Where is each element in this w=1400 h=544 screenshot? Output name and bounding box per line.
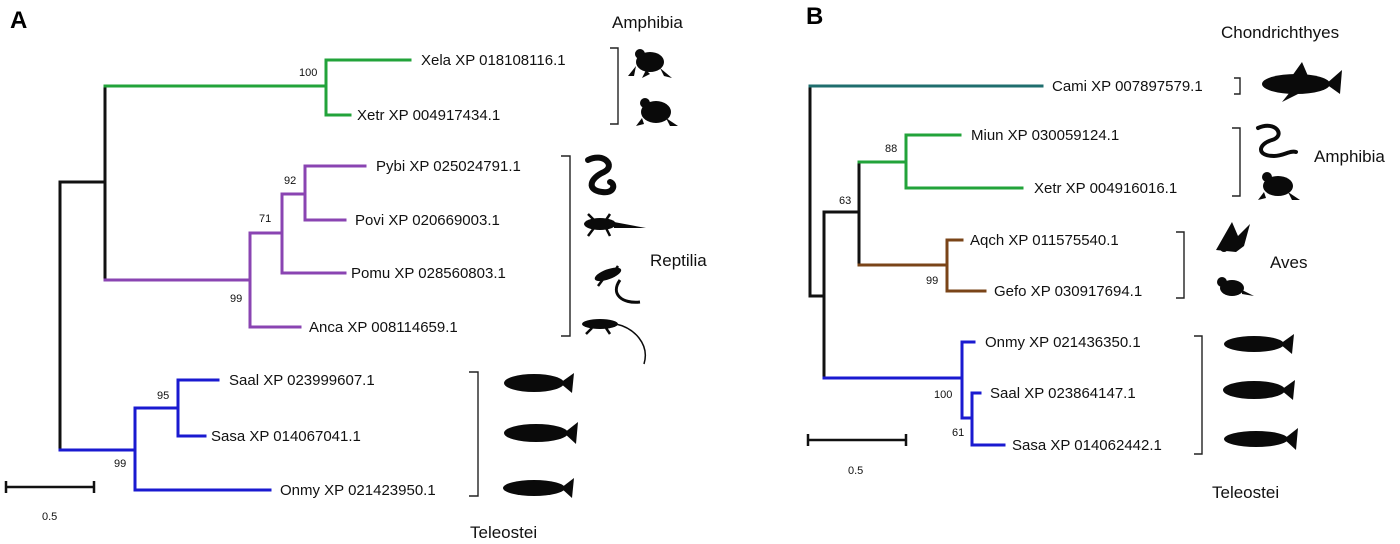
b-leaf-label: Gefo XP 030917694.1: [994, 283, 1142, 300]
a-bootstrap-value: 99: [114, 458, 126, 470]
a-leaf-label: Onmy XP 021423950.1: [280, 482, 436, 499]
b-group-label-aves: Aves: [1270, 253, 1308, 272]
panel-b-aves-clade: [857, 238, 987, 293]
a-leaf-label: Xela XP 018108116.1: [421, 52, 566, 69]
panel-a-leaf-labels: Xela XP 018108116.1 Xetr XP 004917434.1 …: [211, 52, 566, 499]
a-bracket-reptilia: [561, 155, 571, 337]
eagle-icon: [1216, 222, 1250, 252]
b-bootstrap-value: 100: [934, 389, 952, 401]
fish-icon: [1224, 334, 1294, 354]
snake-icon: [585, 154, 617, 196]
panel-a-group-labels: Amphibia Reptilia Teleostei: [470, 13, 707, 542]
panel-a-root-branches: [58, 84, 107, 452]
panel-a-silhouettes: [503, 49, 678, 498]
a-bootstrap-value: 100: [299, 67, 317, 79]
a-leaf-label: Xetr XP 004917434.1: [357, 107, 500, 124]
b-bracket-amphibia: [1232, 127, 1241, 197]
b-group-label-teleostei: Teleostei: [1212, 483, 1279, 502]
b-scale-label: 0.5: [848, 465, 863, 477]
a-leaf-label: Saal XP 023999607.1: [229, 372, 375, 389]
lizard-icon: [594, 265, 641, 304]
panel-b-teleostei-clade: [822, 340, 1006, 447]
fish-icon: [504, 373, 574, 393]
panel-b-leaf-labels: Cami XP 007897579.1 Miun XP 030059124.1 …: [970, 78, 1203, 454]
b-bootstrap-value: 61: [952, 427, 964, 439]
bird-icon: [1217, 277, 1254, 296]
b-leaf-label: Cami XP 007897579.1: [1052, 78, 1203, 95]
fish-icon: [504, 422, 578, 444]
b-bootstrap-value: 99: [926, 275, 938, 287]
panel-a-amphibia-clade: [103, 58, 412, 117]
b-bootstrap-value: 63: [839, 195, 851, 207]
panel-b-scale-bar: 0.5: [806, 434, 908, 477]
panel-b-silhouettes: [1216, 62, 1342, 450]
a-scale-label: 0.5: [42, 511, 57, 523]
panel-a-bootstrap-values: 100 92 71 99 95 99: [114, 67, 317, 470]
panel-b-root-branches: [808, 84, 861, 380]
a-bootstrap-value: 95: [157, 390, 169, 402]
a-leaf-label: Sasa XP 014067041.1: [211, 428, 361, 445]
b-bracket-teleostei: [1194, 335, 1203, 455]
panel-b-amphibia-clade: [857, 133, 1024, 190]
panel-b-letter: B: [806, 3, 823, 30]
a-bootstrap-value: 92: [284, 175, 296, 187]
a-leaf-label: Povi XP 020669003.1: [355, 212, 500, 229]
b-leaf-label: Saal XP 023864147.1: [990, 385, 1136, 402]
panel-a: A: [4, 7, 707, 542]
b-bracket-aves: [1176, 231, 1185, 299]
caecilian-icon: [1256, 123, 1298, 159]
a-bracket-teleostei: [469, 371, 479, 497]
a-leaf-label: Pomu XP 028560803.1: [351, 265, 506, 282]
lizard-icon: [584, 213, 646, 237]
b-leaf-label: Miun XP 030059124.1: [971, 127, 1119, 144]
b-group-label-amphibia: Amphibia: [1314, 147, 1385, 166]
b-bootstrap-value: 88: [885, 143, 897, 155]
a-bootstrap-value: 99: [230, 293, 242, 305]
b-leaf-label: Aqch XP 011575540.1: [970, 232, 1119, 249]
b-leaf-label: Xetr XP 004916016.1: [1034, 180, 1177, 197]
b-bracket-chondrichthyes: [1234, 77, 1241, 95]
a-group-label-amphibia: Amphibia: [612, 13, 683, 32]
b-leaf-label: Onmy XP 021436350.1: [985, 334, 1141, 351]
b-group-label-chondrichthyes: Chondrichthyes: [1221, 23, 1339, 42]
fish-icon: [1224, 428, 1298, 450]
panel-a-scale-bar: 0.5: [4, 481, 96, 523]
lizard-icon: [582, 319, 647, 365]
panel-a-brackets: [469, 47, 619, 497]
frog-icon: [636, 98, 678, 126]
panel-b-bootstrap-values: 88 63 99 100 61: [839, 143, 964, 439]
frog-icon: [1258, 172, 1300, 200]
a-group-label-reptilia: Reptilia: [650, 251, 707, 270]
a-leaf-label: Anca XP 008114659.1: [309, 319, 458, 336]
shark-icon: [1262, 62, 1342, 102]
a-leaf-label: Pybi XP 025024791.1: [376, 158, 521, 175]
fish-icon: [503, 478, 574, 498]
panel-b: B: [806, 3, 1385, 502]
panel-a-reptilia-clade: [103, 164, 367, 329]
b-leaf-label: Sasa XP 014062442.1: [1012, 437, 1162, 454]
a-bootstrap-value: 71: [259, 213, 271, 225]
panel-a-teleostei-clade: [58, 378, 272, 492]
frog-icon: [628, 49, 672, 78]
panel-a-letter: A: [10, 7, 27, 34]
panel-b-brackets: [1176, 77, 1241, 455]
fish-icon: [1223, 380, 1295, 400]
a-bracket-amphibia: [610, 47, 619, 125]
panel-b-group-labels: Chondrichthyes Amphibia Aves Teleostei: [1212, 23, 1385, 502]
a-group-label-teleostei: Teleostei: [470, 523, 537, 542]
